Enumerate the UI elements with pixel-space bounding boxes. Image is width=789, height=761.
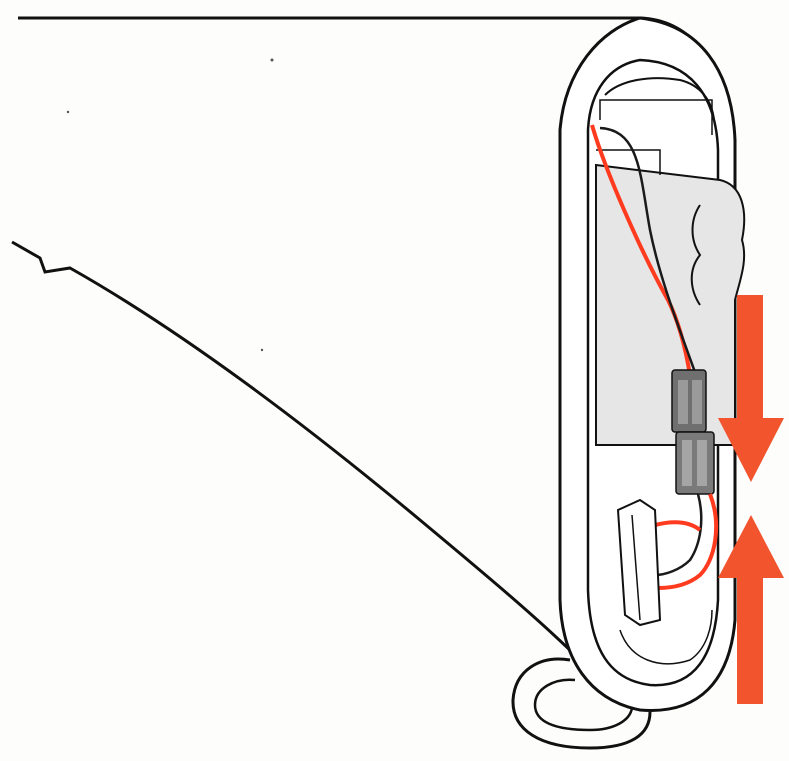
casing-left-contour xyxy=(12,242,580,660)
print-speck xyxy=(271,59,274,62)
print-speck xyxy=(67,111,69,113)
connector-upper-half xyxy=(672,370,706,432)
print-speck xyxy=(261,349,263,351)
connector-lower-half xyxy=(676,432,714,494)
